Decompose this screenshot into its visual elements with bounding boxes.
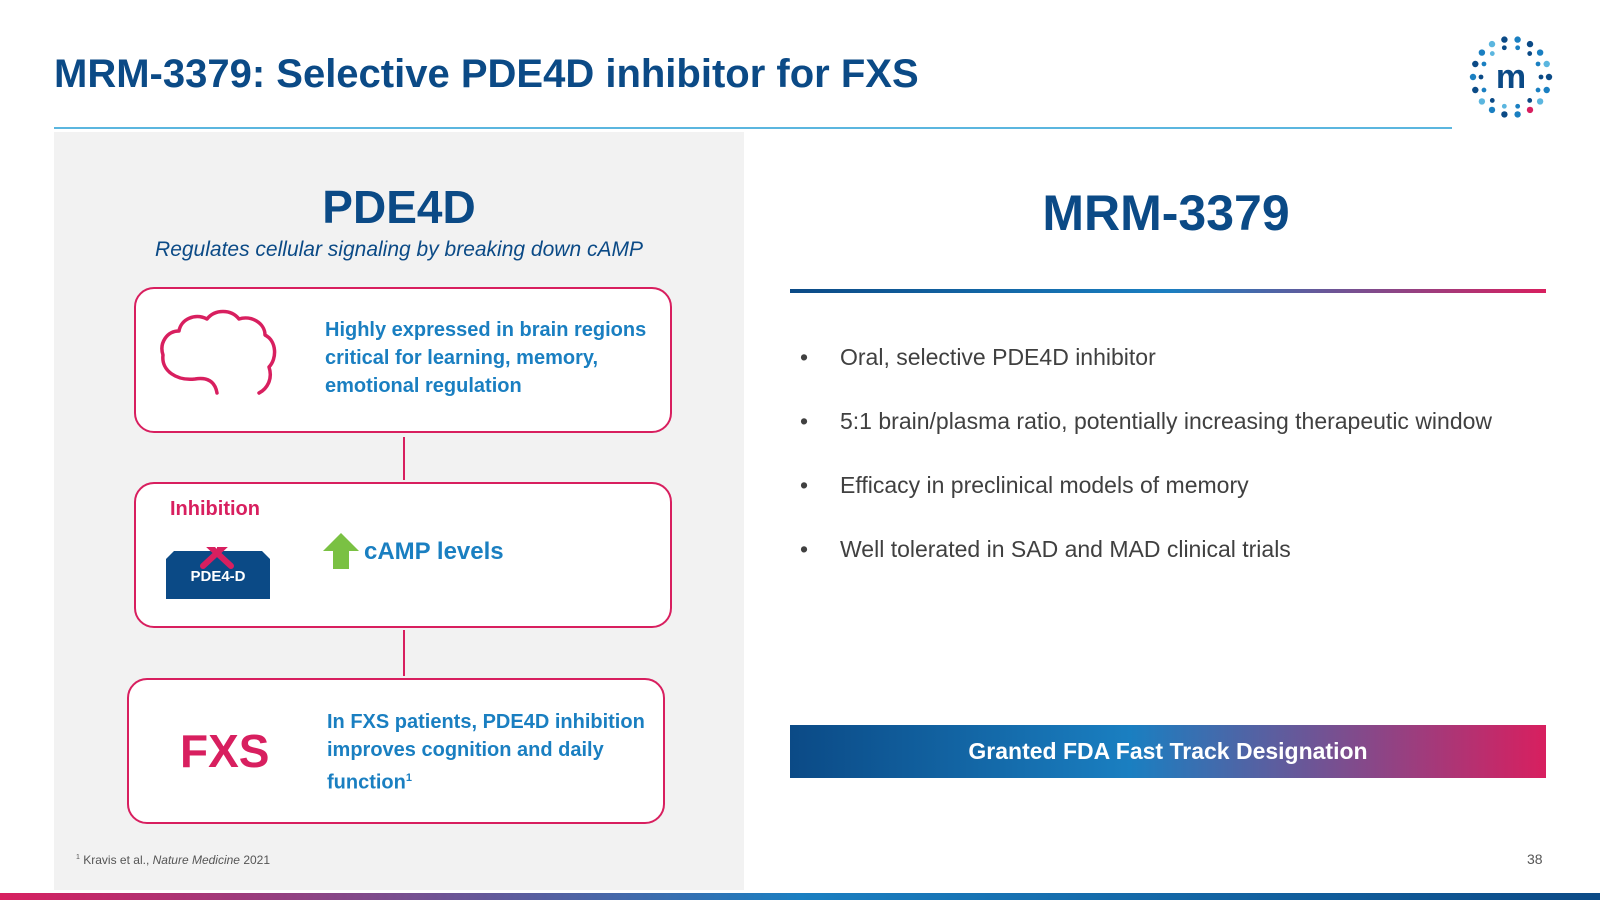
pde4-d-label: PDE4-D	[190, 568, 246, 585]
fxs-box	[127, 678, 665, 824]
logo-letter: m	[1496, 58, 1526, 96]
inhibition-label: Inhibition	[170, 498, 260, 520]
camp-levels-text: cAMP levels	[364, 538, 504, 565]
bullet-icon: •	[800, 536, 809, 562]
pde4-d-block	[166, 547, 270, 599]
title-divider	[54, 127, 1452, 129]
page-number: 38	[1527, 851, 1543, 867]
list-item: •Oral, selective PDE4D inhibitor	[800, 344, 1156, 370]
bullet-icon: •	[800, 408, 809, 434]
flow-connector	[403, 630, 405, 676]
list-item: •Efficacy in preclinical models of memor…	[800, 472, 1249, 498]
flow-connector	[403, 437, 405, 480]
list-item: •Well tolerated in SAD and MAD clinical …	[800, 536, 1291, 562]
mrm-3379-heading: MRM-3379	[1042, 185, 1290, 241]
bottom-gradient-bar	[0, 893, 1600, 900]
footnote: 1 Kravis et al., Nature Medicine 2021	[76, 853, 271, 867]
gradient-divider	[790, 289, 1546, 293]
inhibition-x-icon	[200, 547, 234, 569]
fxs-outcome-text: In FXS patients, PDE4D inhibition improv…	[327, 711, 645, 794]
brain-expression-text: Highly expressed in brain regions critic…	[325, 319, 647, 397]
bullet-icon: •	[800, 472, 809, 498]
feature-list: •Oral, selective PDE4D inhibitor •5:1 br…	[800, 344, 1492, 600]
footnote-ref: 1	[405, 772, 412, 784]
bullet-icon: •	[800, 344, 809, 370]
arrow-up-icon	[323, 533, 359, 569]
footnote-mark: 1	[76, 854, 80, 861]
pde4d-heading: PDE4D	[322, 181, 476, 233]
list-item: •5:1 brain/plasma ratio, potentially inc…	[800, 408, 1493, 434]
company-logo-icon: m	[1469, 36, 1553, 118]
brain-icon	[160, 309, 277, 395]
fast-track-banner: Granted FDA Fast Track Designation	[790, 725, 1546, 778]
pde4d-subheading: Regulates cellular signaling by breaking…	[155, 238, 643, 261]
fxs-label: FXS	[180, 725, 270, 777]
slide-title: MRM-3379: Selective PDE4D inhibitor for …	[54, 52, 919, 96]
